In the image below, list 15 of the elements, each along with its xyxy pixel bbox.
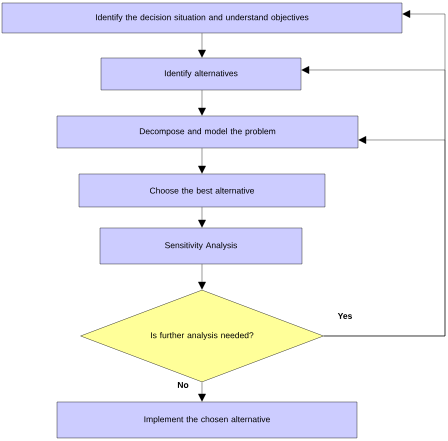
- arrow: [198, 90, 206, 116]
- process-box: Decompose and model the problem: [56, 116, 358, 148]
- arrow: [198, 382, 206, 402]
- arrow: [324, 136, 446, 336]
- arrow: [198, 264, 206, 290]
- arrow: [198, 207, 206, 228]
- process-box: Identify the decision situation and understand objectives: [2, 2, 402, 34]
- process-box: Identify alternatives: [100, 58, 302, 90]
- process-box: Implement the chosen alternative: [56, 402, 358, 438]
- process-box: Sensitivity Analysis: [100, 228, 302, 264]
- process-box: Choose the best alternative: [78, 174, 326, 208]
- edge-label: Yes: [338, 313, 352, 319]
- arrow: [198, 148, 206, 174]
- edge-label: No: [178, 382, 188, 388]
- arrow: [198, 32, 206, 58]
